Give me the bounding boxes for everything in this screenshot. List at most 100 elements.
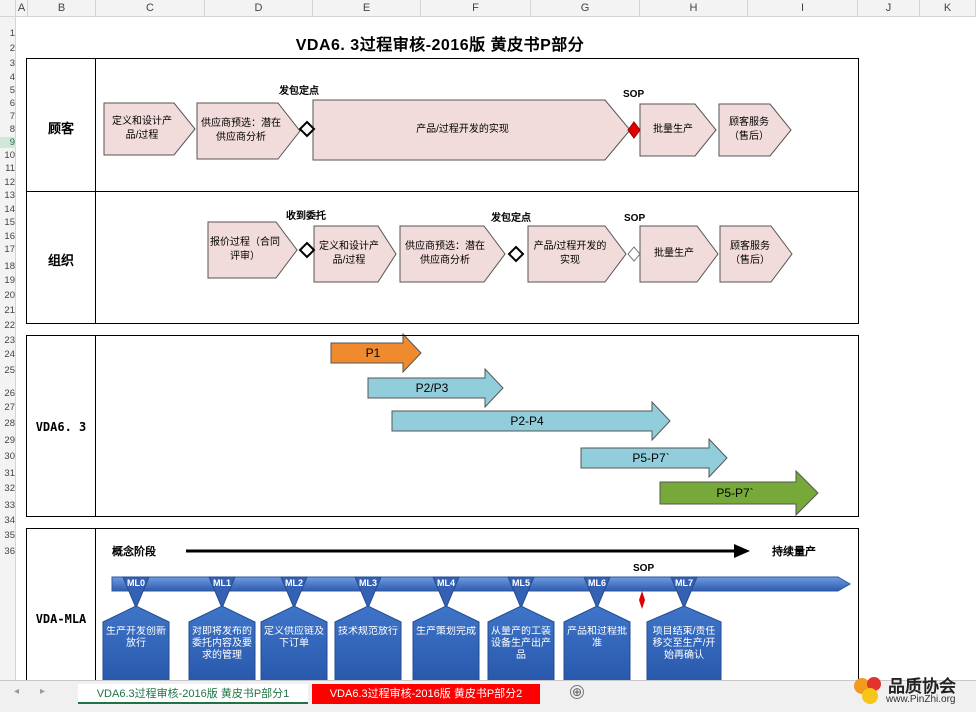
org-sop-tag: SOP bbox=[624, 213, 646, 224]
customer-outsource-tag: 发包定点 bbox=[279, 86, 319, 97]
pinzhi-logo-icon bbox=[854, 677, 881, 704]
vda-arrow-p5p7-blue-shape bbox=[580, 437, 728, 479]
row-header-cell[interactable]: 24 bbox=[4, 349, 15, 360]
row-header-cell[interactable]: 6 bbox=[9, 98, 15, 109]
logo-name: 品质协会 bbox=[888, 677, 956, 696]
org-step-4-shape bbox=[527, 225, 627, 283]
col-G[interactable]: G bbox=[531, 0, 640, 17]
col-H[interactable]: H bbox=[640, 0, 748, 17]
row-header-cell[interactable]: 16 bbox=[4, 231, 15, 242]
row-header-cell[interactable]: 14 bbox=[4, 204, 15, 215]
milestone-triangle bbox=[670, 576, 698, 610]
milestone-triangle bbox=[122, 576, 150, 610]
mla-phase-arrow-head bbox=[734, 544, 750, 558]
milestone-triangle bbox=[208, 576, 236, 610]
customer-step-5-shape bbox=[718, 103, 792, 157]
row-header-cell[interactable]: 20 bbox=[4, 290, 15, 301]
row-header-cell[interactable]: 7 bbox=[9, 111, 15, 122]
row-header-cell[interactable]: 32 bbox=[4, 483, 15, 494]
organization-label: 组织 bbox=[47, 253, 74, 268]
org-received-tag: 收到委托 bbox=[286, 211, 326, 222]
org-step-3-shape bbox=[399, 225, 506, 283]
org-sop-diamond bbox=[627, 246, 641, 262]
row-header-cell[interactable]: 13 bbox=[4, 190, 15, 201]
customer-outsource-diamond bbox=[298, 120, 316, 138]
row-header-cell[interactable]: 25 bbox=[4, 365, 15, 376]
customer-label: 顾客 bbox=[47, 121, 74, 136]
milestone-box bbox=[487, 605, 555, 691]
row-header-cell[interactable]: 28 bbox=[4, 418, 15, 429]
row-header-cell[interactable]: 22 bbox=[4, 320, 15, 331]
row-header-cell[interactable]: 19 bbox=[4, 275, 15, 286]
organization-panel bbox=[26, 191, 859, 324]
tab-scroll-left-icon[interactable]: ◂ bbox=[14, 686, 20, 697]
row-header-cell[interactable]: 31 bbox=[4, 468, 15, 479]
add-sheet-icon[interactable]: ⊕ bbox=[570, 685, 584, 699]
page-title: VDA6. 3过程审核-2016版 黄皮书P部分 bbox=[295, 37, 585, 54]
row-header-cell[interactable]: 9 bbox=[0, 137, 16, 148]
milestone-box bbox=[646, 605, 722, 691]
sheet-tab-1[interactable]: VDA6.3过程审核-2016版 黄皮书P部分1 bbox=[78, 684, 308, 704]
row-header-cell[interactable]: 3 bbox=[9, 58, 15, 69]
col-C[interactable]: C bbox=[96, 0, 205, 17]
row-header-cell[interactable]: 18 bbox=[4, 261, 15, 272]
row-header-cell[interactable]: 34 bbox=[4, 515, 15, 526]
col-I[interactable]: I bbox=[748, 0, 858, 17]
milestone-triangle bbox=[280, 576, 308, 610]
customer-step-2-shape bbox=[196, 102, 301, 160]
col-E[interactable]: E bbox=[313, 0, 421, 17]
row-header-cell[interactable]: 2 bbox=[9, 43, 15, 54]
mla-label: VDA-MLA bbox=[35, 612, 87, 626]
panel-divider bbox=[26, 191, 859, 192]
customer-step-1-shape bbox=[103, 102, 196, 156]
row-header-cell[interactable]: 33 bbox=[4, 500, 15, 511]
col-B[interactable]: B bbox=[28, 0, 96, 17]
customer-sop-diamond bbox=[627, 121, 641, 139]
mla-panel bbox=[26, 528, 859, 688]
milestone-box bbox=[334, 605, 402, 691]
row-header-cell[interactable]: 8 bbox=[9, 124, 15, 135]
mla-start-label: 概念阶段 bbox=[112, 546, 156, 558]
milestone-triangle bbox=[507, 576, 535, 610]
row-header-cell[interactable]: 12 bbox=[4, 177, 15, 188]
vda-arrow-p1-shape bbox=[330, 332, 422, 374]
row-header-cell[interactable]: 29 bbox=[4, 435, 15, 446]
row-header-cell[interactable]: 17 bbox=[4, 244, 15, 255]
row-header-cell[interactable]: 35 bbox=[4, 530, 15, 541]
col-D[interactable]: D bbox=[205, 0, 313, 17]
row-header-cell[interactable]: 30 bbox=[4, 451, 15, 462]
row-header-cell[interactable]: 5 bbox=[9, 85, 15, 96]
col-J[interactable]: J bbox=[858, 0, 920, 17]
logo-url: www.PinZhi.org bbox=[886, 694, 956, 705]
org-outsource-tag: 发包定点 bbox=[491, 213, 531, 224]
col-F[interactable]: F bbox=[421, 0, 531, 17]
select-all-corner[interactable] bbox=[0, 0, 16, 17]
row-header-cell[interactable]: 23 bbox=[4, 335, 15, 346]
row-header-cell[interactable]: 26 bbox=[4, 388, 15, 399]
col-A[interactable]: A bbox=[16, 0, 28, 17]
row-header-cell[interactable]: 4 bbox=[9, 72, 15, 83]
vda63-divider bbox=[95, 335, 96, 517]
tab-scroll-right-icon[interactable]: ▸ bbox=[40, 686, 46, 697]
milestone-box bbox=[260, 605, 328, 691]
row-header-cell[interactable]: 10 bbox=[4, 150, 15, 161]
vda-arrow-p2p3-shape bbox=[367, 367, 504, 409]
customer-step-4-shape bbox=[639, 103, 717, 157]
row-header-cell[interactable]: 27 bbox=[4, 402, 15, 413]
column-header: A B C D E F G H I J K bbox=[0, 0, 976, 17]
customer-step-3-shape bbox=[312, 99, 631, 161]
row-header-cell[interactable]: 21 bbox=[4, 305, 15, 316]
milestone-box bbox=[188, 605, 256, 691]
milestone-box bbox=[412, 605, 480, 691]
row-header-cell[interactable]: 1 bbox=[9, 28, 15, 39]
row-header-cell[interactable]: 36 bbox=[4, 546, 15, 557]
milestone-box bbox=[102, 605, 170, 691]
row-header-cell[interactable]: 11 bbox=[5, 163, 15, 174]
milestone-triangle bbox=[354, 576, 382, 610]
org-step-2-shape bbox=[313, 225, 397, 283]
org-step-6-shape bbox=[719, 225, 793, 283]
sheet-tab-2[interactable]: VDA6.3过程审核-2016版 黄皮书P部分2 bbox=[312, 684, 540, 704]
row-header-cell[interactable]: 15 bbox=[4, 217, 15, 228]
